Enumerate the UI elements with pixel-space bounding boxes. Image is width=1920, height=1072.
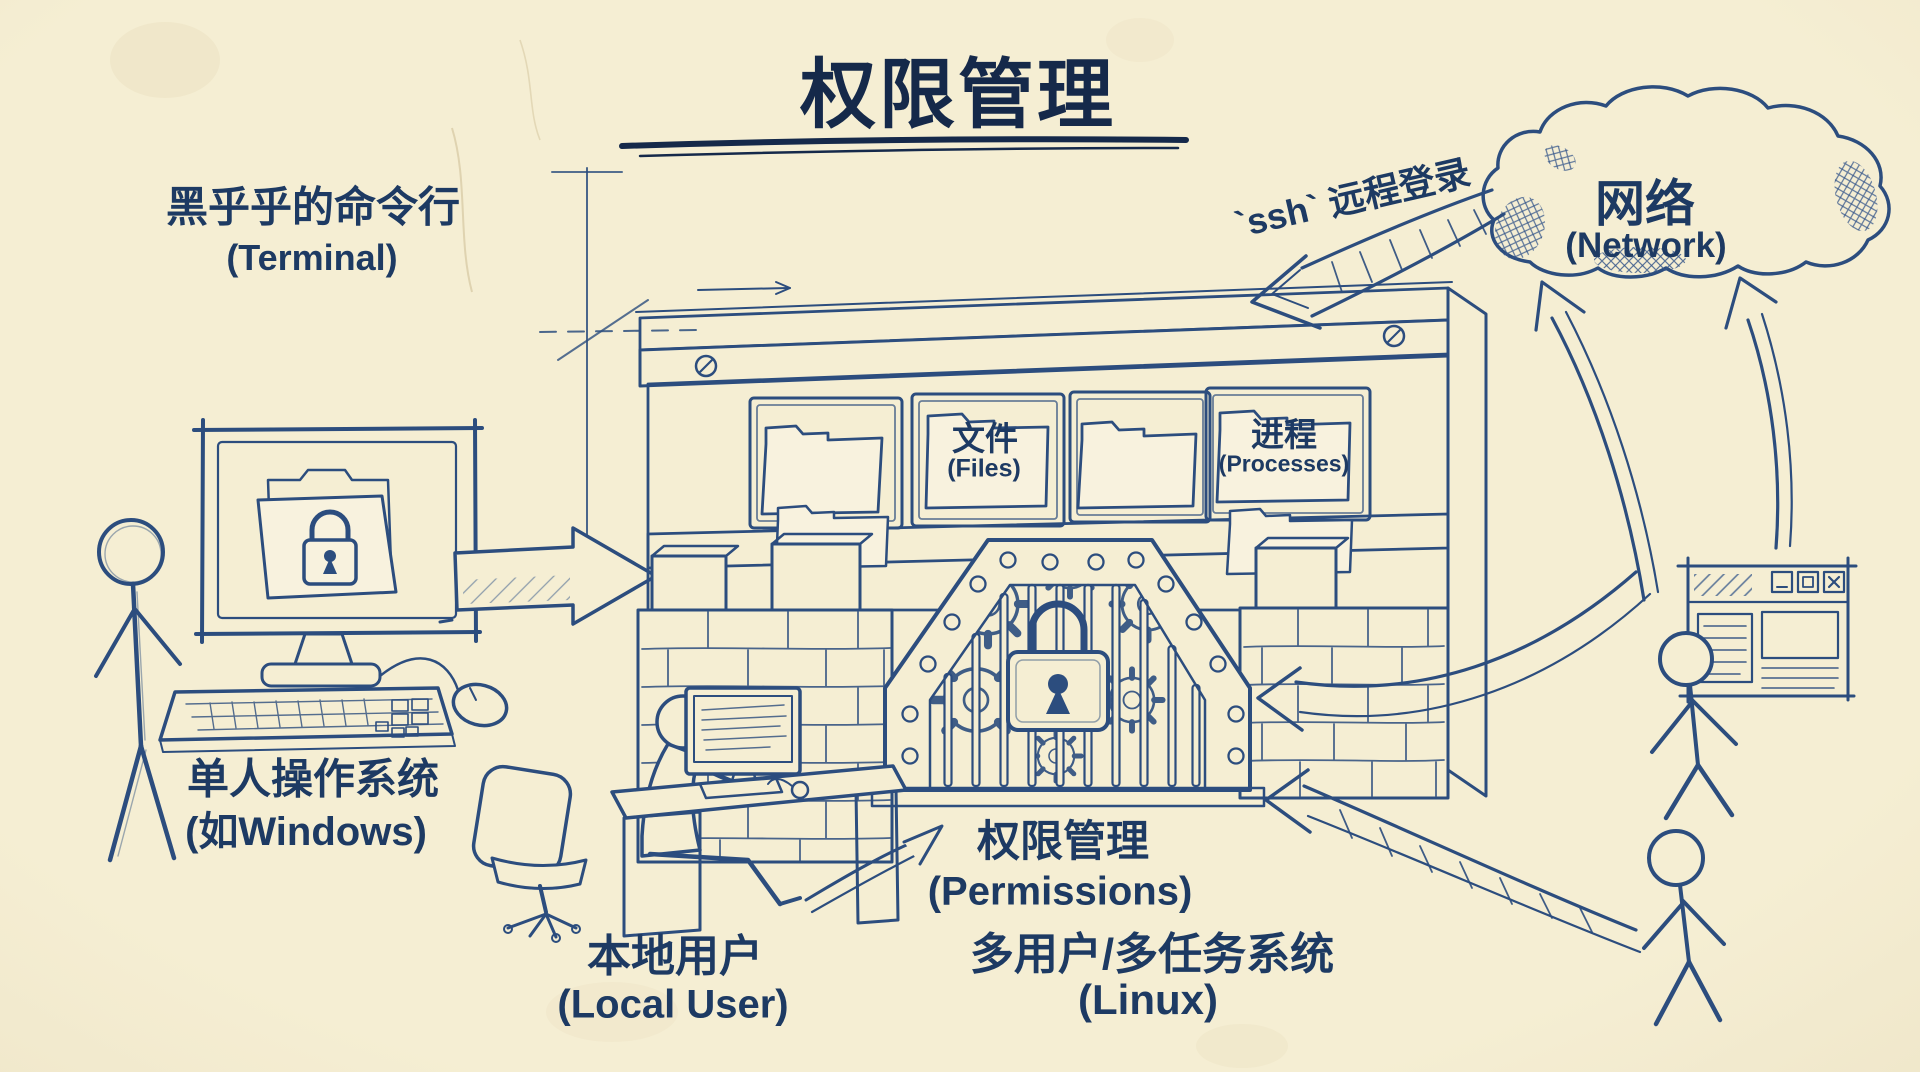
remote-user-figure-1: [1650, 631, 1738, 821]
label-files-en: (Files): [947, 454, 1021, 483]
title-underline: [619, 136, 1189, 158]
processes-folder-icon: [1215, 409, 1352, 504]
gate-arrow-upper: [1256, 570, 1652, 732]
label-permissions-zh: 权限管理: [977, 818, 1149, 866]
label-local-user-en: (Local User): [557, 982, 789, 1027]
page-title: 权限管理: [800, 53, 1116, 138]
office-chair: [471, 764, 588, 943]
gate: [870, 538, 1266, 808]
gate-arrow-lower: [1264, 768, 1642, 954]
label-permissions-en: (Permissions): [927, 869, 1193, 914]
screw-icon: [694, 354, 718, 378]
ssh-arrow: [1250, 188, 1506, 330]
remote-user-figure-2: [1642, 829, 1726, 1027]
label-processes-en: (Processes): [1218, 450, 1350, 477]
right-block-arrow: [453, 526, 658, 626]
files-shelf: [748, 386, 1372, 530]
locked-folder-icon: [256, 468, 398, 600]
label-multi-user-os-en: (Linux): [1078, 976, 1218, 1023]
mouse-icon: [378, 657, 509, 728]
restore-icon: [1796, 570, 1820, 594]
monitor-stand: [260, 632, 382, 688]
gate-sill: [870, 786, 1266, 808]
keyboard: [158, 686, 456, 753]
folder-icon: [1076, 420, 1198, 510]
permissions-arrow: [804, 824, 944, 914]
cloud-arrow-left: [1534, 280, 1660, 602]
local-user-scene: [471, 686, 908, 943]
desk-monitor: [684, 686, 810, 800]
windows-user-figure: [94, 518, 182, 863]
gate-padlock-icon: [1006, 600, 1110, 732]
label-single-user-os-en: (如Windows): [185, 810, 427, 854]
label-multi-user-os-zh: 多用户/多任务系统: [969, 930, 1335, 979]
folder-icon: [760, 424, 884, 516]
cloud-arrow-right: [1724, 276, 1793, 550]
paper-stains: [110, 18, 1288, 1068]
gate-rivets: [901, 551, 1245, 765]
label-network-en: (Network): [1565, 226, 1727, 265]
network-cloud: [1481, 85, 1891, 279]
label-local-user-zh: 本地用户: [587, 932, 763, 981]
label-terminal-zh: 黑乎乎的命令行: [165, 183, 461, 231]
label-processes-zh: 进程: [1251, 416, 1317, 453]
castle-side-beam: [1446, 286, 1488, 798]
browser-window: [1676, 556, 1858, 704]
construction-lines: [539, 167, 791, 555]
label-network-zh: 网络: [1595, 176, 1695, 232]
padlock-icon: [302, 509, 358, 586]
desktop-computer: [158, 418, 509, 753]
screw-icon: [1382, 324, 1406, 348]
label-terminal-en: (Terminal): [226, 237, 398, 278]
files-folder-icon: [924, 412, 1050, 510]
minimize-icon: [1770, 570, 1794, 594]
label-single-user-os-zh: 单人操作系统: [186, 755, 440, 803]
castle-top-beam: [638, 318, 1450, 388]
right-brick-wall: [1238, 536, 1450, 800]
label-files-zh: 文件: [952, 420, 1018, 457]
window-buttons: [1770, 570, 1846, 594]
